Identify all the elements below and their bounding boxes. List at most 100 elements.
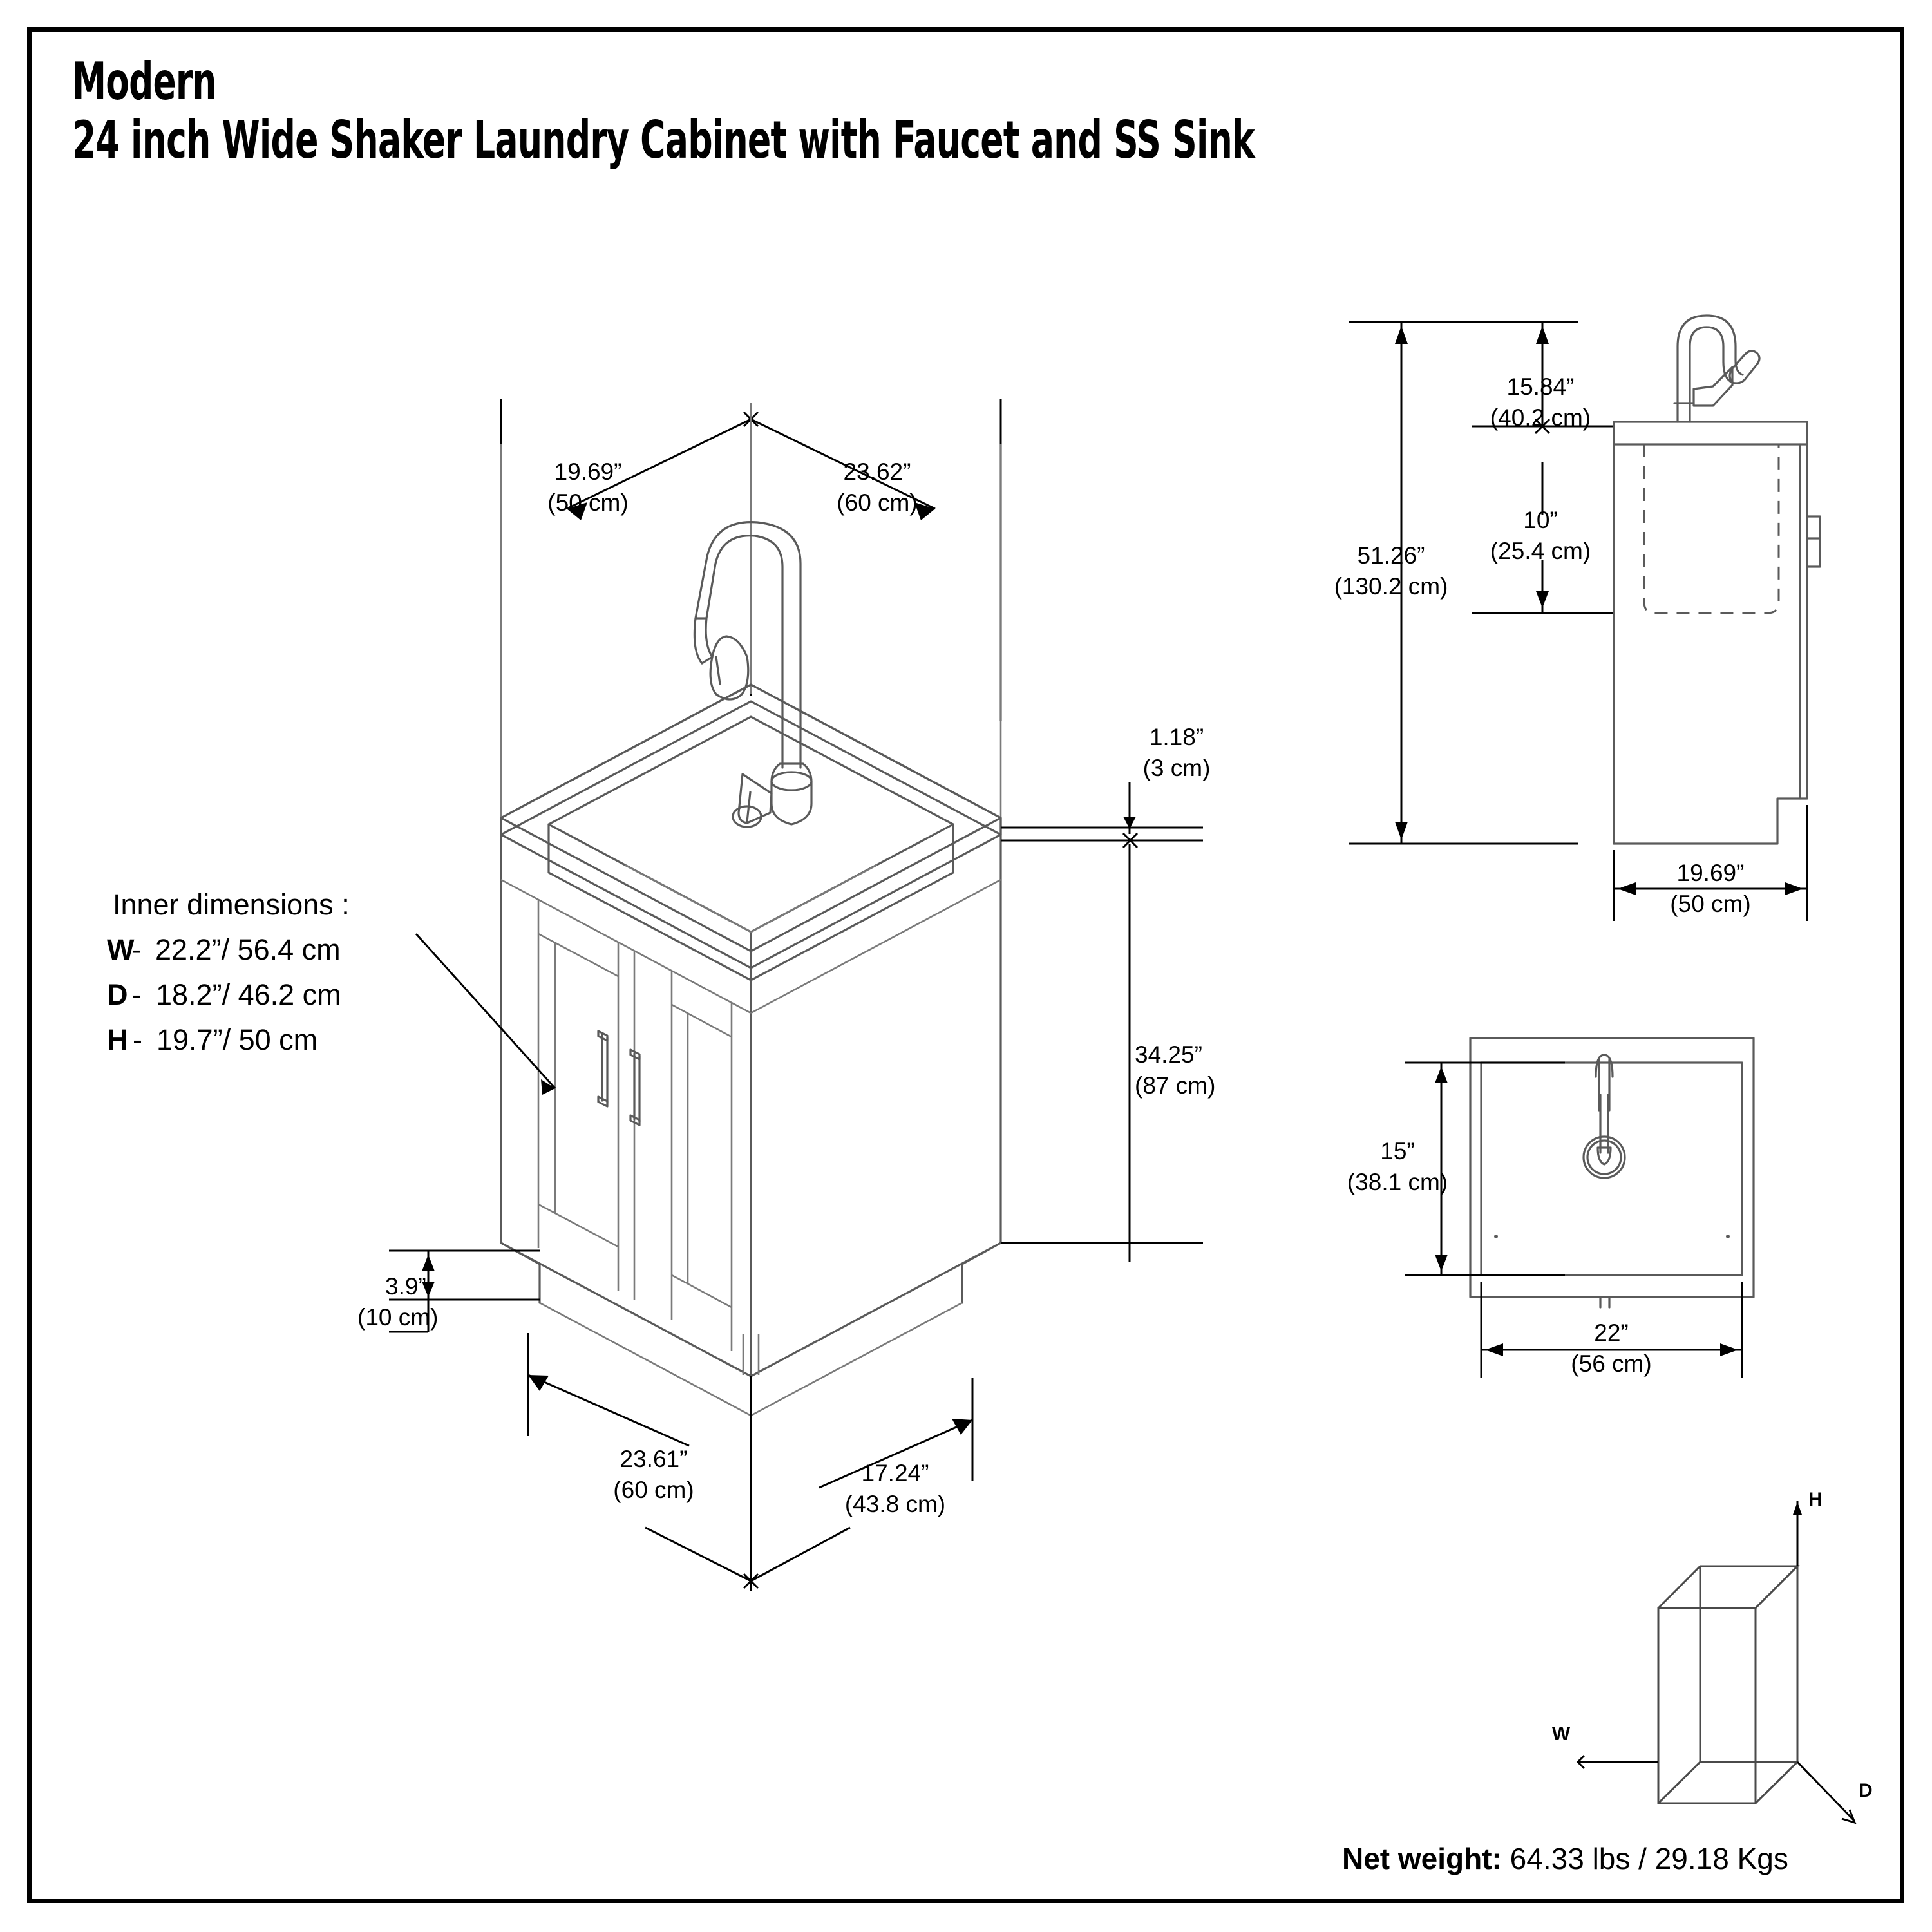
toe-kick-bottom — [539, 1302, 963, 1417]
plan-basin-depth-label-cm: (38.1 cm) — [1347, 1169, 1448, 1195]
axis-d-arrow — [1841, 1809, 1857, 1824]
plan-basin-outline — [1480, 1061, 1743, 1276]
plan-faucet-neck — [1599, 1094, 1609, 1154]
cube-front-face — [1657, 1607, 1757, 1804]
iso-depth-label-in: 19.69” — [554, 459, 622, 485]
plan-supply-lines — [1599, 1296, 1611, 1309]
net-weight-label-text: Net weight: — [1342, 1842, 1502, 1875]
side-faucet-handle — [1692, 366, 1734, 407]
axis-label-w: W — [1552, 1723, 1571, 1745]
iso-thickness-label-cm: (3 cm) — [1143, 755, 1211, 781]
side-faucet-head — [1728, 350, 1761, 384]
axis-label-h: H — [1808, 1489, 1823, 1510]
base-width-dim-line — [527, 1374, 690, 1447]
side-depth-arrow-left — [1618, 882, 1636, 895]
base-depth-arrow — [952, 1419, 972, 1435]
inner-dim-value-h: 19.7”/ 50 cm — [156, 1023, 317, 1056]
inner-dim-key-d: D — [107, 978, 128, 1011]
iso-counter-height-label-cm: (87 cm) — [1135, 1072, 1215, 1099]
inner-dim-sep-w: - — [131, 933, 141, 966]
iso-width-dim-line — [750, 418, 936, 510]
plan-top-view — [1405, 1037, 1755, 1378]
base-depth-dim-line2 — [750, 1526, 851, 1582]
faucet-handle-knob — [732, 805, 762, 828]
inner-dimensions-heading: Inner dimensions : — [113, 888, 350, 921]
iso-depth-arrow — [567, 502, 587, 520]
plan-width-arrow-right — [1720, 1343, 1738, 1356]
cabinet-doors-left — [537, 900, 733, 1351]
iso-toekick-label-in: 3.9” — [385, 1273, 426, 1300]
iso-toekick-label-cm: (10 cm) — [357, 1304, 438, 1331]
plan-drain-outer — [1582, 1135, 1626, 1179]
axis-h-arrow — [1793, 1502, 1802, 1515]
handle-right-bar — [633, 1052, 641, 1123]
inner-dim-sep-d: - — [132, 978, 142, 1011]
iso-thickness-label-in: 1.18” — [1150, 724, 1204, 750]
side-total-arrow-up — [1395, 326, 1408, 344]
inner-dim-value-w: 22.2”/ 56.4 cm — [155, 933, 341, 966]
title-block: Modern 24 inch Wide Shaker Laundry Cabin… — [72, 54, 1888, 171]
inner-dimensions-leader — [415, 933, 556, 1090]
countertop-rim — [500, 683, 1002, 836]
door-left-bottom-reveal — [538, 1203, 619, 1248]
cabinet-right-top-rail — [750, 878, 1001, 1014]
plan-depth-arrow-up — [1435, 1066, 1448, 1083]
iso-base-width-label-in: 23.61” — [620, 1446, 688, 1472]
cube-right-face — [1754, 1564, 1799, 1804]
plan-mount-hole-left — [1494, 1235, 1498, 1238]
side-total-arrow-down — [1395, 822, 1408, 840]
side-elevation-view — [1349, 314, 1821, 921]
axis-cube-diagram — [1576, 1501, 1857, 1824]
thickness-tick-b — [1122, 832, 1139, 849]
base-center-tick-b — [743, 1573, 759, 1589]
handle-right-bottom-mount — [629, 1114, 641, 1126]
side-faucet-height-label-cm: (40.2 cm) — [1490, 404, 1591, 431]
sink-basin-bottom-line — [624, 864, 878, 933]
plan-basin-depth-label-in: 15” — [1380, 1138, 1414, 1164]
base-width-arrow — [528, 1375, 549, 1391]
inner-dimensions-leader-arrow — [541, 1079, 555, 1095]
inner-dimensions-row-w: W - 22.2”/ 56.4 cm — [107, 933, 341, 966]
thickness-arrow-down — [1123, 817, 1136, 829]
iso-counter-height-label-in: 34.25” — [1135, 1041, 1202, 1068]
inner-dim-key-h: H — [107, 1023, 128, 1056]
door-handles — [597, 1030, 641, 1126]
faucet-head-seam — [715, 656, 721, 685]
faucet-base-collar — [770, 762, 813, 826]
door-right-top-reveal — [671, 1003, 732, 1038]
side-faucet-height-label-in: 15.84” — [1507, 374, 1575, 400]
plan-width-arrow-left — [1485, 1343, 1503, 1356]
axis-w-arrow — [1576, 1754, 1586, 1770]
inner-dim-value-d: 18.2”/ 46.2 cm — [156, 978, 341, 1011]
plan-faucet-stem — [1598, 1059, 1611, 1112]
door-right-bottom-reveal — [671, 1274, 732, 1309]
iso-depth-label-cm: (50 cm) — [547, 489, 628, 516]
side-total-height-label-in: 51.26” — [1358, 542, 1425, 569]
axis-d-line — [1796, 1761, 1856, 1823]
toekick-arrow-down — [422, 1282, 435, 1297]
side-total-height-label-cm: (130.2 cm) — [1334, 573, 1448, 600]
side-depth-label-in: 19.69” — [1677, 860, 1745, 886]
product-brand-title: Modern — [72, 52, 216, 111]
faucet-head — [709, 635, 750, 701]
iso-width-label-cm: (60 cm) — [837, 489, 917, 516]
base-width-dim-line2 — [645, 1526, 752, 1582]
side-faucet-arrow-up — [1536, 326, 1549, 344]
handle-left-bottom-mount — [597, 1095, 609, 1108]
side-basin-arrow-down — [1536, 591, 1549, 608]
plan-basin-width-label-cm: (56 cm) — [1571, 1350, 1651, 1377]
net-weight-value-text: 64.33 lbs / 29.18 Kgs — [1510, 1842, 1788, 1875]
door-left-top-reveal — [538, 933, 619, 978]
faucet-collar-top — [770, 771, 813, 791]
iso-width-label-in: 23.62” — [844, 459, 911, 485]
faucet-icon — [693, 521, 813, 828]
inner-dimensions-row-d: D - 18.2”/ 46.2 cm — [107, 978, 341, 1011]
handle-left-top-mount — [597, 1030, 609, 1042]
faucet-spout-outer — [705, 535, 784, 769]
side-faucet-outer — [1676, 314, 1744, 423]
plan-basin-width-label-in: 22” — [1594, 1320, 1628, 1346]
plan-faucet-arc — [1595, 1054, 1614, 1078]
side-cabinet-outline — [1613, 421, 1808, 845]
